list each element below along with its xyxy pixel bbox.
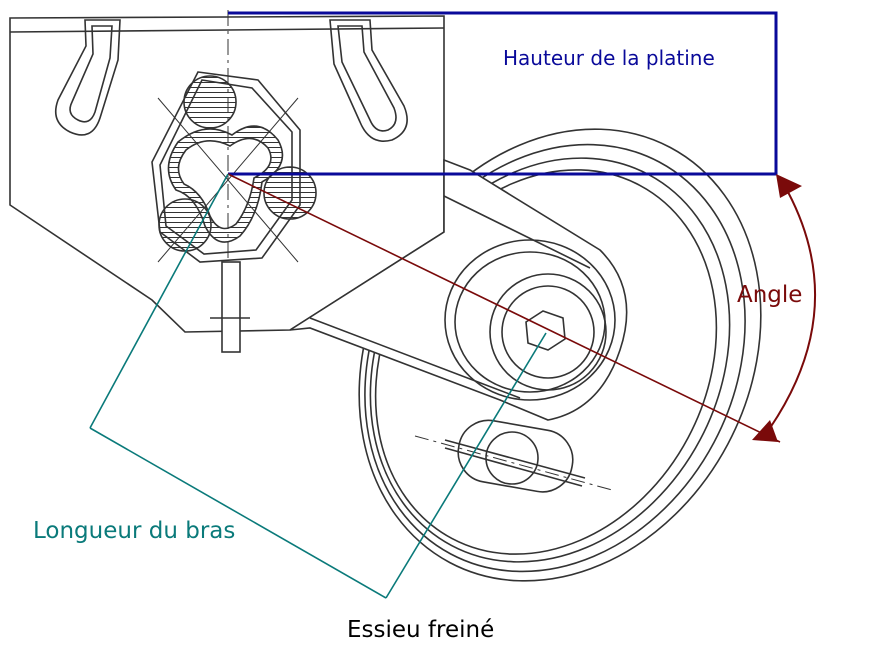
arm-length-label: Longueur du bras <box>33 518 236 544</box>
swing-arm <box>289 158 628 421</box>
braked-axle-caption: Essieu freiné <box>347 617 495 643</box>
angle-arrowhead-top <box>776 174 802 198</box>
torsion-housing <box>151 71 317 263</box>
angle-dimension <box>227 173 816 443</box>
angle-label: Angle <box>737 282 803 308</box>
technical-drawing <box>9 10 762 582</box>
arm-length-dimension <box>89 173 547 599</box>
platine-height-label: Hauteur de la platine <box>503 46 715 70</box>
angle-arrowhead-bottom <box>752 420 778 442</box>
platine-height-dimension <box>228 11 778 176</box>
lock-pin <box>414 419 613 493</box>
